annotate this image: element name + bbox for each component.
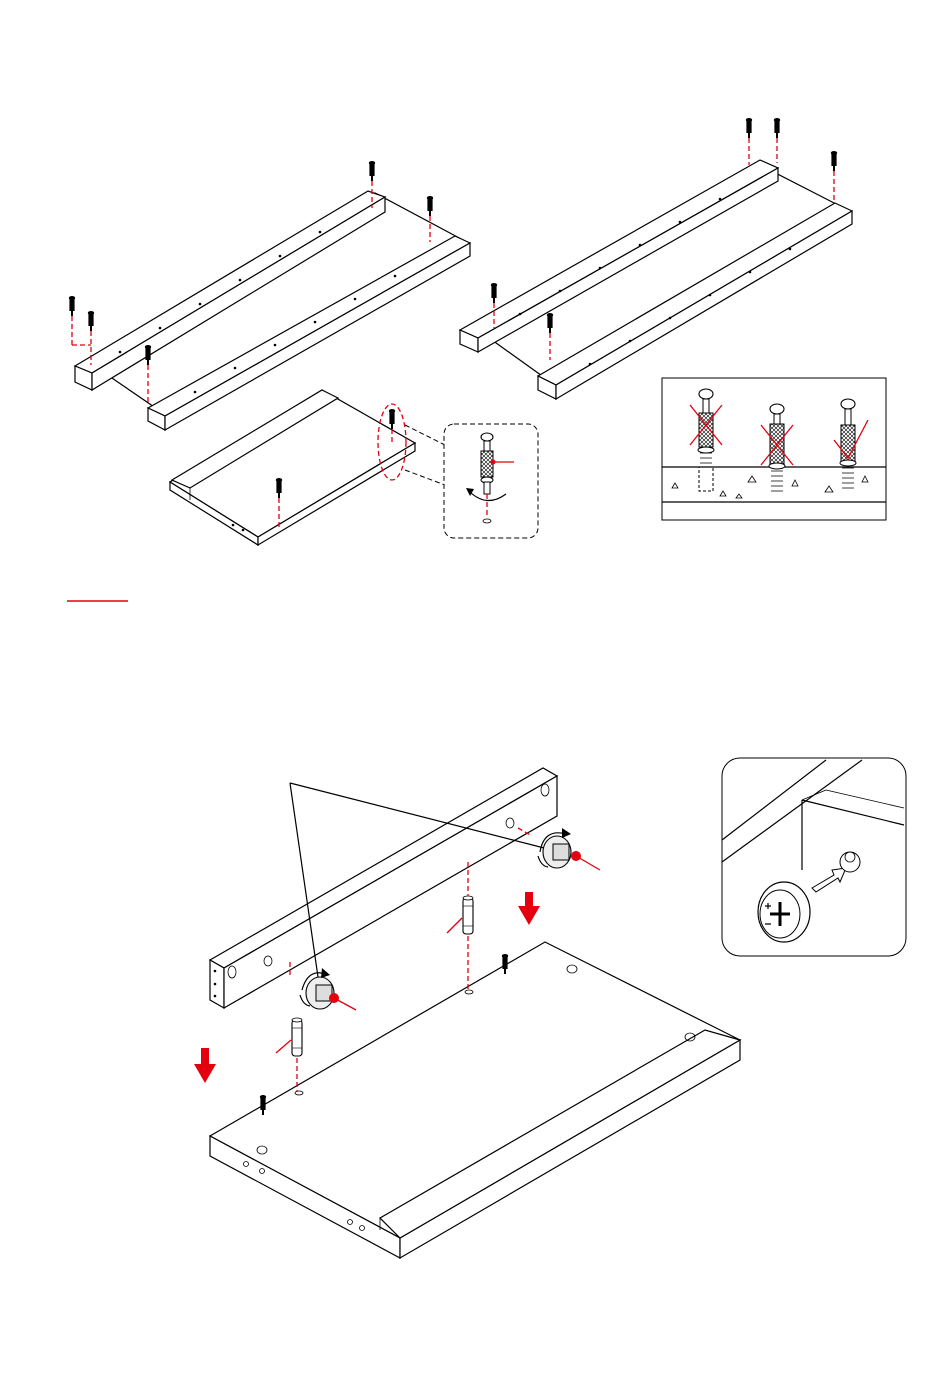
screw-icon [746, 118, 752, 138]
dowel-icon [292, 1018, 302, 1056]
cam-lock-icon [306, 977, 356, 1010]
right-frame-base-panel [478, 165, 838, 378]
screw-icon [389, 409, 395, 429]
screw-icon [88, 311, 94, 331]
bottom-panel [210, 942, 740, 1258]
screw-depth-inset [662, 378, 886, 520]
side-panel-with-screws [170, 390, 445, 545]
screw-icon [69, 296, 75, 316]
screw-icon [774, 118, 780, 138]
down-arrow-icon [194, 1048, 216, 1083]
screw-icon [427, 196, 433, 216]
left-frame-assembly [69, 161, 470, 430]
screw-icon [831, 151, 837, 171]
down-arrow-icon [518, 892, 540, 925]
rail-board-top [210, 768, 557, 968]
cam-lock-detail-inset [722, 758, 906, 956]
screw-rotation-inset [444, 424, 538, 538]
cam-lock-icon [543, 836, 600, 870]
screw-icon [491, 283, 497, 303]
screw-hole-target [840, 852, 860, 872]
cam-lock-icon [758, 882, 810, 942]
right-frame-assembly [460, 118, 852, 399]
dowel-icon [463, 896, 473, 934]
rail-board-end [210, 960, 224, 1008]
screw-icon [369, 161, 375, 181]
left-frame-base-panel [90, 193, 463, 413]
